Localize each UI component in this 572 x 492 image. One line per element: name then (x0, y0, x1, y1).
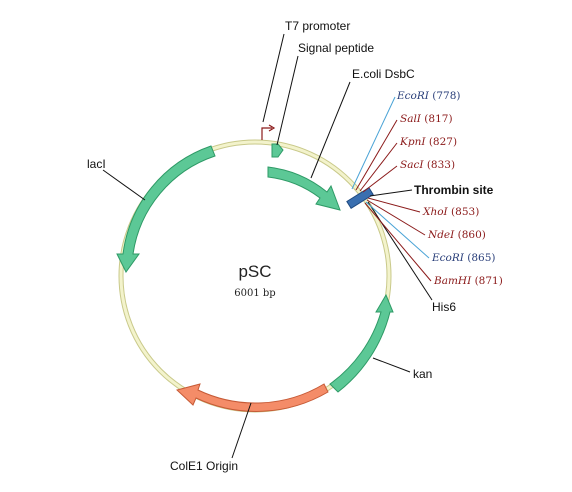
label-kan[interactable]: kan (413, 367, 432, 381)
enzyme-name: EcoRI (431, 252, 465, 264)
plasmid-name: pSC (238, 262, 271, 281)
leader-site-7 (365, 201, 430, 259)
site-position: (871) (471, 275, 503, 287)
thrombin-his6-tag[interactable] (346, 187, 374, 209)
label-his6[interactable]: His6 (432, 300, 456, 314)
leader-cole1 (231, 402, 252, 459)
leader-site-3 (359, 142, 398, 192)
site-position: (833) (423, 159, 455, 171)
restriction-site-label[interactable]: BamHI (871) (433, 275, 503, 287)
enzyme-name: NdeI (427, 229, 455, 241)
t7-promoter-arrowhead (268, 124, 276, 132)
laci-feature[interactable] (116, 145, 216, 273)
site-position: (860) (454, 229, 486, 241)
leader-site-2 (355, 119, 398, 191)
label-cole1[interactable]: ColE1 Origin (170, 459, 238, 473)
enzyme-name: XhoI (422, 206, 449, 218)
leader-site-5 (367, 197, 421, 213)
leader-kan (372, 357, 411, 373)
enzyme-name: KpnI (399, 136, 426, 148)
enzyme-name: BamHI (433, 275, 472, 287)
restriction-site-label[interactable]: SacI (833) (400, 159, 455, 171)
leader-t7 (262, 33, 285, 123)
leader-site-1 (351, 96, 396, 190)
restriction-site-label[interactable]: EcoRI (778) (396, 90, 461, 102)
site-position: (827) (425, 136, 457, 148)
label-t7-promoter[interactable]: T7 promoter (285, 19, 350, 33)
leader-his6 (367, 201, 433, 301)
restriction-site-label[interactable]: KpnI (827) (399, 136, 457, 148)
site-position: (817) (421, 113, 453, 125)
leader-laci (102, 169, 146, 201)
restriction-site-label[interactable]: SalI (817) (400, 113, 453, 125)
leader-site-8 (364, 202, 432, 282)
enzyme-name: SalI (400, 113, 422, 125)
site-position: (853) (448, 206, 480, 218)
leader-site-4 (362, 165, 398, 193)
kan-feature[interactable] (329, 293, 394, 393)
cole1-origin-feature[interactable] (175, 383, 329, 412)
leader-site-6 (366, 199, 426, 236)
restriction-site-label[interactable]: NdeI (860) (427, 229, 486, 241)
label-laci[interactable]: lacI (87, 157, 106, 171)
restriction-site-label[interactable]: EcoRI (865) (431, 252, 496, 264)
enzyme-name: EcoRI (396, 90, 430, 102)
restriction-site-label[interactable]: XhoI (853) (422, 206, 479, 218)
plasmid-size: 6001 bp (234, 288, 275, 299)
leader-dsbc (310, 81, 351, 179)
enzyme-name: SacI (400, 159, 424, 171)
leader-thrombin (369, 189, 413, 197)
t7-promoter-symbol[interactable] (261, 127, 272, 140)
site-position: (778) (429, 90, 461, 102)
site-position: (865) (464, 252, 496, 264)
leader-signal-peptide (276, 55, 299, 146)
label-dsbc[interactable]: E.coli DsbC (352, 67, 415, 81)
label-signal-peptide[interactable]: Signal peptide (298, 41, 374, 55)
label-thrombin[interactable]: Thrombin site (414, 183, 494, 197)
restriction-sites: EcoRI (778)SalI (817)KpnI (827)SacI (833… (396, 90, 503, 287)
dsbc-feature[interactable] (267, 166, 341, 211)
